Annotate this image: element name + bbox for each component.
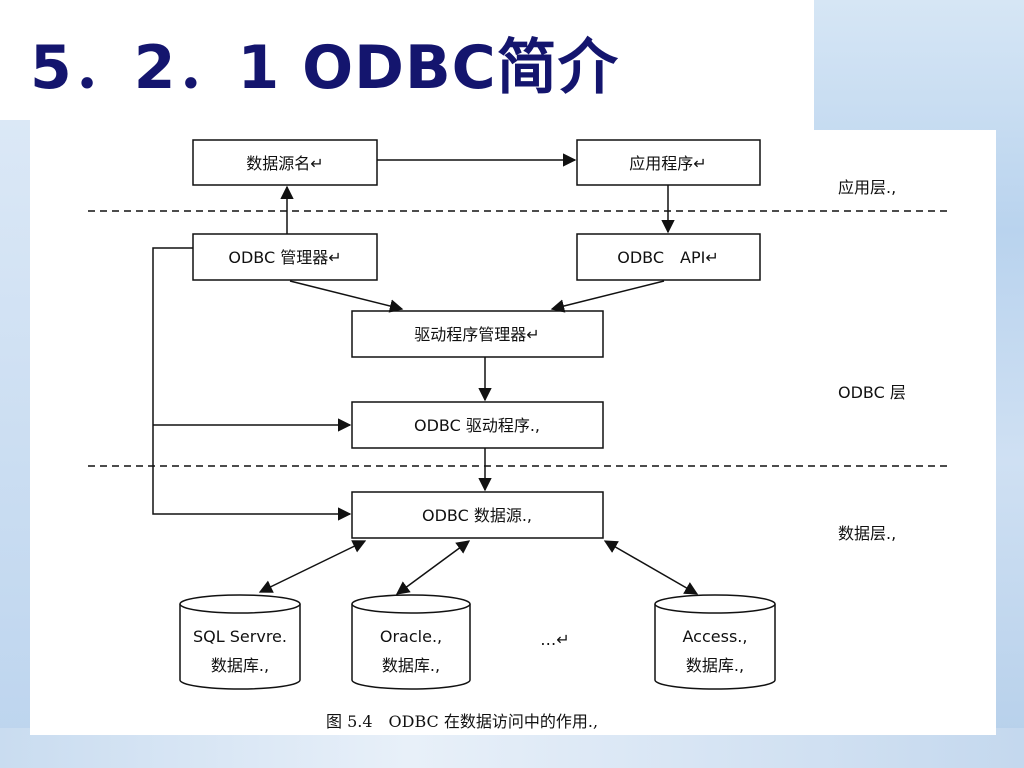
node-odbc-driver: ODBC 驱动程序., (351, 401, 604, 449)
slide-title: 5．2．1 ODBC简介 (30, 33, 619, 103)
database-ellipsis: …↵ (540, 630, 569, 649)
svg-text:数据库.,: 数据库., (686, 656, 744, 675)
node-driver-manager: 驱动程序管理器↵ (351, 310, 604, 358)
svg-text:SQL Servre.: SQL Servre. (193, 627, 287, 646)
node-data-source-name: 数据源名↵ (192, 139, 378, 186)
database-sqlserver: SQL Servre. 数据库., (179, 594, 301, 690)
svg-text:ODBC API↵: ODBC API↵ (617, 248, 719, 267)
node-application: 应用程序↵ (576, 139, 761, 186)
svg-text:驱动程序管理器↵: 驱动程序管理器↵ (414, 325, 539, 344)
decorative-background-left (0, 120, 30, 768)
svg-text:ODBC 管理器↵: ODBC 管理器↵ (228, 248, 341, 267)
node-odbc-api: ODBC API↵ (576, 233, 761, 281)
svg-text:数据库.,: 数据库., (211, 656, 269, 675)
svg-text:数据源名↵: 数据源名↵ (246, 154, 323, 173)
arrow-manager-to-driver-manager (289, 280, 404, 313)
node-odbc-manager: ODBC 管理器↵ (192, 233, 378, 281)
arrow-datasource-access (603, 540, 699, 595)
node-odbc-data-source: ODBC 数据源., (351, 491, 604, 539)
layer-label-app: 应用层., (838, 178, 896, 197)
svg-text:Oracle.,: Oracle., (380, 627, 442, 646)
database-oracle: Oracle., 数据库., (351, 594, 471, 690)
svg-text:ODBC 数据源.,: ODBC 数据源., (422, 506, 532, 525)
arrow-datasource-sqlserver (258, 540, 367, 593)
svg-text:ODBC 驱动程序.,: ODBC 驱动程序., (414, 416, 540, 435)
arrow-manager-to-datasource (152, 247, 352, 521)
arrow-datasource-oracle (395, 540, 471, 595)
arrow-api-to-driver-manager (550, 280, 665, 313)
svg-text:Access.,: Access., (683, 627, 748, 646)
svg-text:应用程序↵: 应用程序↵ (629, 154, 706, 173)
layer-label-data: 数据层., (838, 524, 896, 543)
layer-label-odbc: ODBC 层 (838, 383, 906, 402)
database-access: Access., 数据库., (654, 594, 776, 690)
figure-caption: 图 5.4 ODBC 在数据访问中的作用., (326, 712, 598, 731)
svg-text:数据库.,: 数据库., (382, 656, 440, 675)
